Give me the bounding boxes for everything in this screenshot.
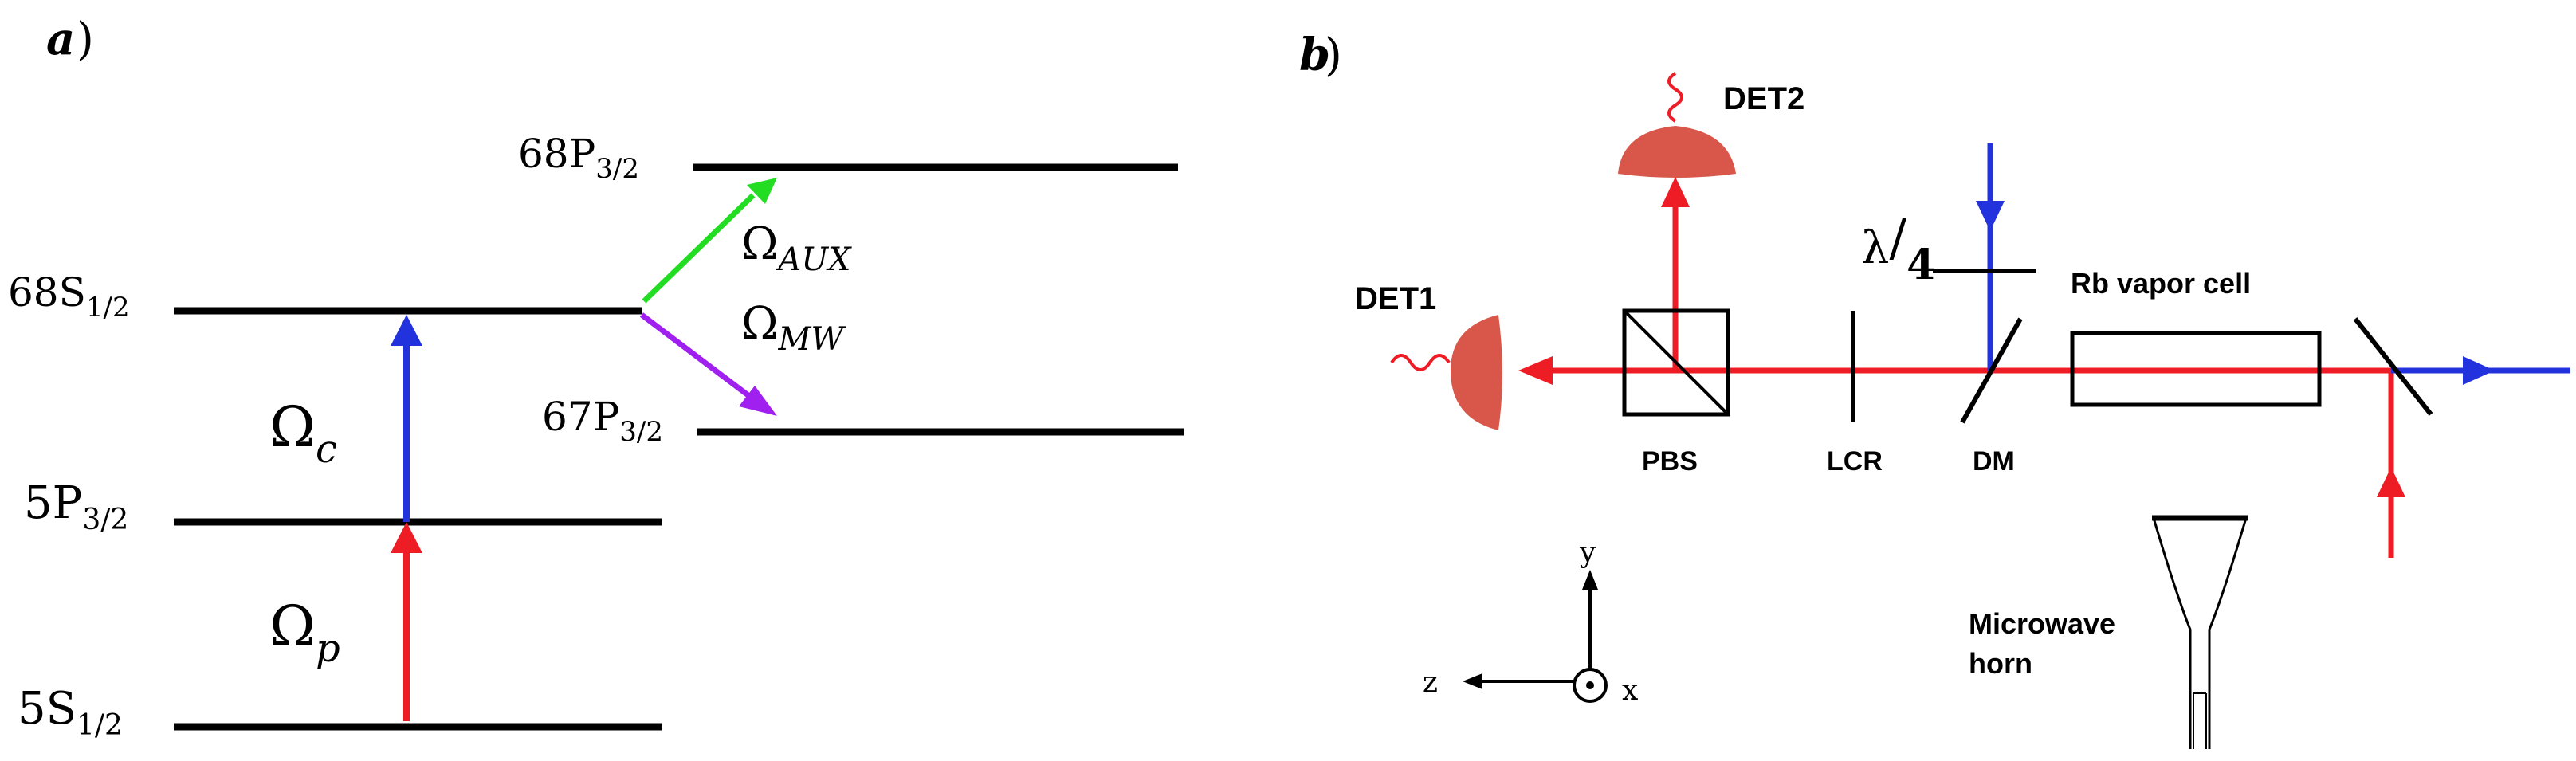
omega-mw-label: ΩMW: [741, 298, 846, 358]
coupling-beam-input-arrowhead: [1976, 201, 2005, 231]
det2-label: DET2: [1723, 81, 1804, 116]
level-68p-label: 68P3/2: [518, 131, 639, 185]
coupling-beam-exit-arrowhead: [2463, 356, 2495, 385]
probe-beam-input-arrowhead: [2377, 467, 2405, 497]
panel-b: b ) DET1 DET2 PBS LCR λ/4: [1299, 29, 2570, 749]
axis-y-label: y: [1579, 536, 1596, 569]
coupling-arrow-head: [391, 315, 422, 346]
probe-beam-arrowhead-det1: [1518, 356, 1553, 385]
vapor-cell-label: Rb vapor cell: [2071, 267, 2251, 300]
omega-coupling-label: Ωc: [269, 394, 337, 472]
aux-arrow-head: [747, 178, 777, 204]
level-5p-label: 5P3/2: [24, 477, 128, 536]
microwave-horn: [2152, 515, 2248, 749]
output-dichroic-mirror: [2353, 317, 2433, 416]
dichroic-mirror: [1960, 317, 2023, 424]
omega-probe-label: Ωp: [269, 594, 340, 671]
mw-arrow-shaft: [639, 312, 752, 398]
aux-arrow-shaft: [642, 193, 756, 304]
rb-vapor-cell: [2070, 331, 2322, 407]
level-68s-label: 68S1/2: [8, 269, 130, 324]
dm-label: DM: [1973, 446, 2015, 477]
panel-a: a ) 5S1/2 5P3/2 68S1/2 68P3/2 67P3/2 Ωp …: [8, 13, 1184, 742]
det1-label: DET1: [1355, 281, 1436, 316]
det2-signal-wave: [1667, 72, 1683, 123]
coordinate-axes: [1463, 570, 1608, 703]
det1-signal-wave: [1390, 354, 1451, 371]
lcr-label: LCR: [1827, 446, 1883, 477]
axis-z-label: z: [1423, 666, 1438, 699]
det1-detector: [1451, 315, 1502, 430]
quarter-wave-label: λ/4: [1861, 209, 1935, 289]
det2-detector: [1618, 126, 1736, 178]
probe-beam-arrowhead-det2: [1661, 177, 1690, 207]
axis-x-label: x: [1622, 674, 1638, 707]
panel-a-paren: ): [77, 14, 94, 65]
panel-b-paren: ): [1325, 29, 1342, 81]
panel-b-label: b: [1299, 29, 1330, 81]
mw-arrow-head: [739, 386, 777, 416]
pbs-label: PBS: [1642, 446, 1698, 477]
pbs-cube: [1622, 308, 1730, 417]
omega-aux-label: ΩAUX: [741, 218, 852, 278]
level-5s-label: 5S1/2: [18, 683, 123, 742]
horn-label-line1: Microwave: [1969, 607, 2115, 640]
pbs-diagonal: [1623, 309, 1730, 416]
panel-a-label: a: [46, 13, 75, 65]
level-67p-label: 67P3/2: [542, 394, 663, 448]
horn-label-line2: horn: [1969, 647, 2032, 680]
probe-arrow-head: [391, 522, 422, 553]
